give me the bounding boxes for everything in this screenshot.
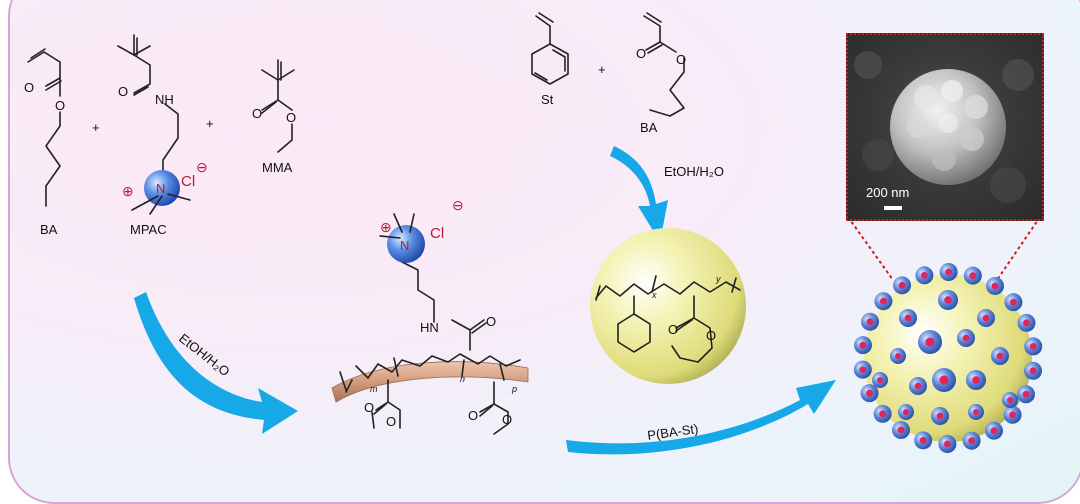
positive-charge-icon bbox=[879, 297, 887, 305]
scheme-drawing: O O BA + O NH N ⊕ Cl ⊖ MPAC + O O MMA bbox=[24, 12, 1043, 455]
ba-label-left: BA bbox=[40, 222, 58, 237]
positive-charge-icon bbox=[944, 296, 952, 304]
positive-charge-icon bbox=[943, 440, 951, 448]
positive-charge-icon bbox=[1029, 367, 1037, 375]
atom-o: O bbox=[668, 322, 678, 337]
sem-image: 200 nm bbox=[846, 33, 1044, 221]
atom-o: O bbox=[386, 414, 396, 429]
atom-o: O bbox=[252, 106, 262, 121]
positive-charge-icon bbox=[879, 410, 887, 418]
subscript-y: y bbox=[715, 274, 721, 284]
positive-charge-icon bbox=[996, 352, 1004, 360]
positive-charge-icon: ⊕ bbox=[380, 219, 392, 235]
atom-o: O bbox=[636, 46, 646, 61]
positive-charge-icon bbox=[1009, 411, 1017, 419]
copolymer-rod bbox=[331, 245, 529, 435]
positive-charge-icon bbox=[919, 436, 927, 444]
positive-charge-icon: ⊕ bbox=[122, 183, 134, 199]
positive-charge-icon bbox=[936, 412, 944, 420]
atom-o: O bbox=[286, 110, 296, 125]
subscript-n: n bbox=[460, 374, 465, 384]
plus-sign: + bbox=[92, 120, 100, 135]
positive-charge-icon bbox=[866, 318, 874, 326]
mma-label: MMA bbox=[262, 160, 293, 175]
positive-charge-icon bbox=[902, 408, 910, 416]
zoom-line-left bbox=[847, 216, 894, 281]
positive-charge-icon bbox=[866, 389, 873, 397]
atom-o: O bbox=[502, 412, 512, 427]
atom-cl: Cl bbox=[430, 225, 444, 242]
zoom-line-right bbox=[996, 216, 1041, 281]
reaction-arrow-2 bbox=[610, 146, 668, 242]
plus-sign: + bbox=[206, 116, 214, 131]
reaction-arrow-1 bbox=[134, 292, 298, 434]
positive-charge-icon bbox=[914, 382, 922, 390]
atom-o: O bbox=[468, 408, 478, 423]
positive-charge-icon bbox=[897, 426, 905, 434]
positive-charge-icon bbox=[1022, 390, 1030, 398]
sem-particle bbox=[854, 51, 1034, 203]
negative-charge-icon: ⊖ bbox=[196, 159, 208, 175]
pbast-sphere bbox=[590, 228, 746, 384]
mpac-label: MPAC bbox=[130, 222, 167, 237]
atom-n: N bbox=[156, 181, 165, 196]
scale-bar bbox=[884, 206, 902, 210]
positive-charge-icon bbox=[1009, 298, 1017, 306]
atom-n: N bbox=[400, 238, 409, 253]
atom-o: O bbox=[486, 314, 496, 329]
mma-monomer bbox=[261, 59, 295, 153]
positive-charge-icon bbox=[1023, 319, 1030, 327]
atom-hn: HN bbox=[420, 320, 439, 335]
subscript-m: m bbox=[370, 384, 378, 394]
st-label: St bbox=[541, 92, 554, 107]
negative-charge-icon: ⊖ bbox=[452, 197, 464, 213]
positive-charge-icon bbox=[968, 437, 976, 445]
positive-charge-icon bbox=[962, 334, 970, 342]
positive-charge-icon bbox=[991, 282, 999, 290]
scale-bar-label: 200 nm bbox=[866, 185, 910, 200]
positive-charge-icon bbox=[859, 366, 867, 374]
subscript-p: p bbox=[511, 384, 517, 394]
positive-charge-icon bbox=[945, 268, 953, 276]
atom-o: O bbox=[364, 400, 374, 415]
atom-o: O bbox=[706, 328, 716, 343]
atom-o: O bbox=[24, 80, 34, 95]
positive-charge-icon bbox=[894, 352, 902, 360]
positive-charge-icon bbox=[904, 314, 912, 322]
positive-charge-icon bbox=[925, 337, 935, 347]
positive-charge-icon bbox=[1029, 342, 1037, 350]
pbast-label: P(BA-St) bbox=[646, 421, 699, 443]
nanoparticle bbox=[853, 263, 1043, 453]
solvent-label-2: EtOH/H₂O bbox=[664, 164, 724, 179]
positive-charge-icon bbox=[969, 272, 977, 280]
reaction-arrow-3 bbox=[566, 380, 836, 455]
atom-nh: NH bbox=[155, 92, 174, 107]
atom-o: O bbox=[676, 52, 686, 67]
positive-charge-icon bbox=[898, 281, 906, 289]
positive-charge-icon bbox=[982, 314, 990, 322]
atom-o: O bbox=[55, 98, 65, 113]
positive-charge-icon bbox=[990, 427, 998, 435]
subscript-x: x bbox=[651, 290, 657, 300]
mpac-monomer bbox=[117, 34, 179, 177]
positive-charge-icon bbox=[920, 271, 928, 279]
styrene-monomer bbox=[531, 12, 569, 85]
positive-charge-icon bbox=[1006, 396, 1014, 404]
plus-sign: + bbox=[598, 62, 606, 77]
ammonium-ion-polymer bbox=[379, 213, 425, 263]
atom-o: O bbox=[118, 84, 128, 99]
ba-monomer-left bbox=[27, 48, 62, 207]
ba-monomer-right bbox=[643, 12, 685, 117]
ammonium-ion-mpac bbox=[131, 170, 191, 215]
positive-charge-icon bbox=[972, 376, 980, 384]
positive-charge-icon bbox=[972, 408, 980, 416]
positive-charge-icon bbox=[859, 341, 867, 349]
positive-charge-icon bbox=[939, 375, 949, 385]
positive-charge-icon bbox=[876, 376, 884, 384]
atom-cl: Cl bbox=[181, 173, 195, 190]
ba-label-right: BA bbox=[640, 120, 658, 135]
